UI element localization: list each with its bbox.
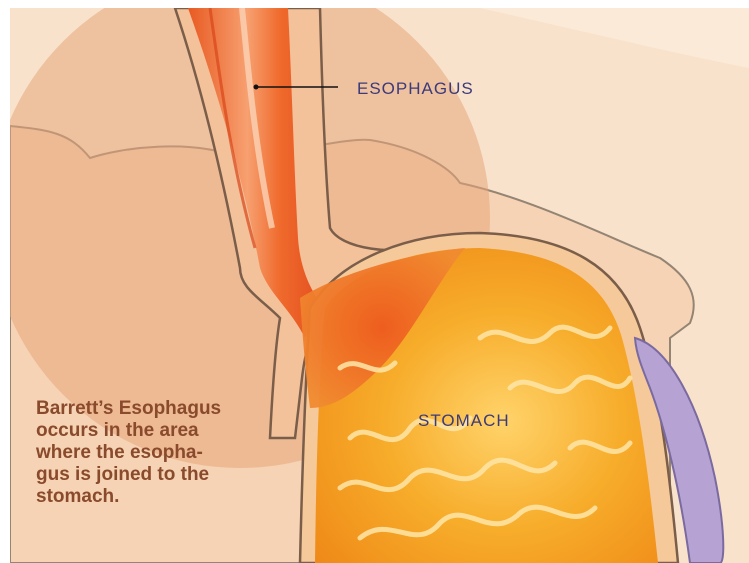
esophagus-label: ESOPHAGUS	[357, 79, 474, 99]
caption-line: gus is joined to the	[36, 464, 286, 486]
caption-line: Barrett’s Esophagus	[36, 398, 286, 420]
caption-line: stomach.	[36, 486, 286, 508]
stomach-label: STOMACH	[418, 411, 510, 431]
caption-line: where the esopha-	[36, 442, 286, 464]
esophagus-pointer-dot	[254, 85, 259, 90]
anatomy-illustration: ESOPHAGUS STOMACH Barrett’s Esophagus oc…	[10, 8, 749, 563]
caption-line: occurs in the area	[36, 420, 286, 442]
caption-text: Barrett’s Esophagus occurs in the area w…	[36, 398, 286, 508]
